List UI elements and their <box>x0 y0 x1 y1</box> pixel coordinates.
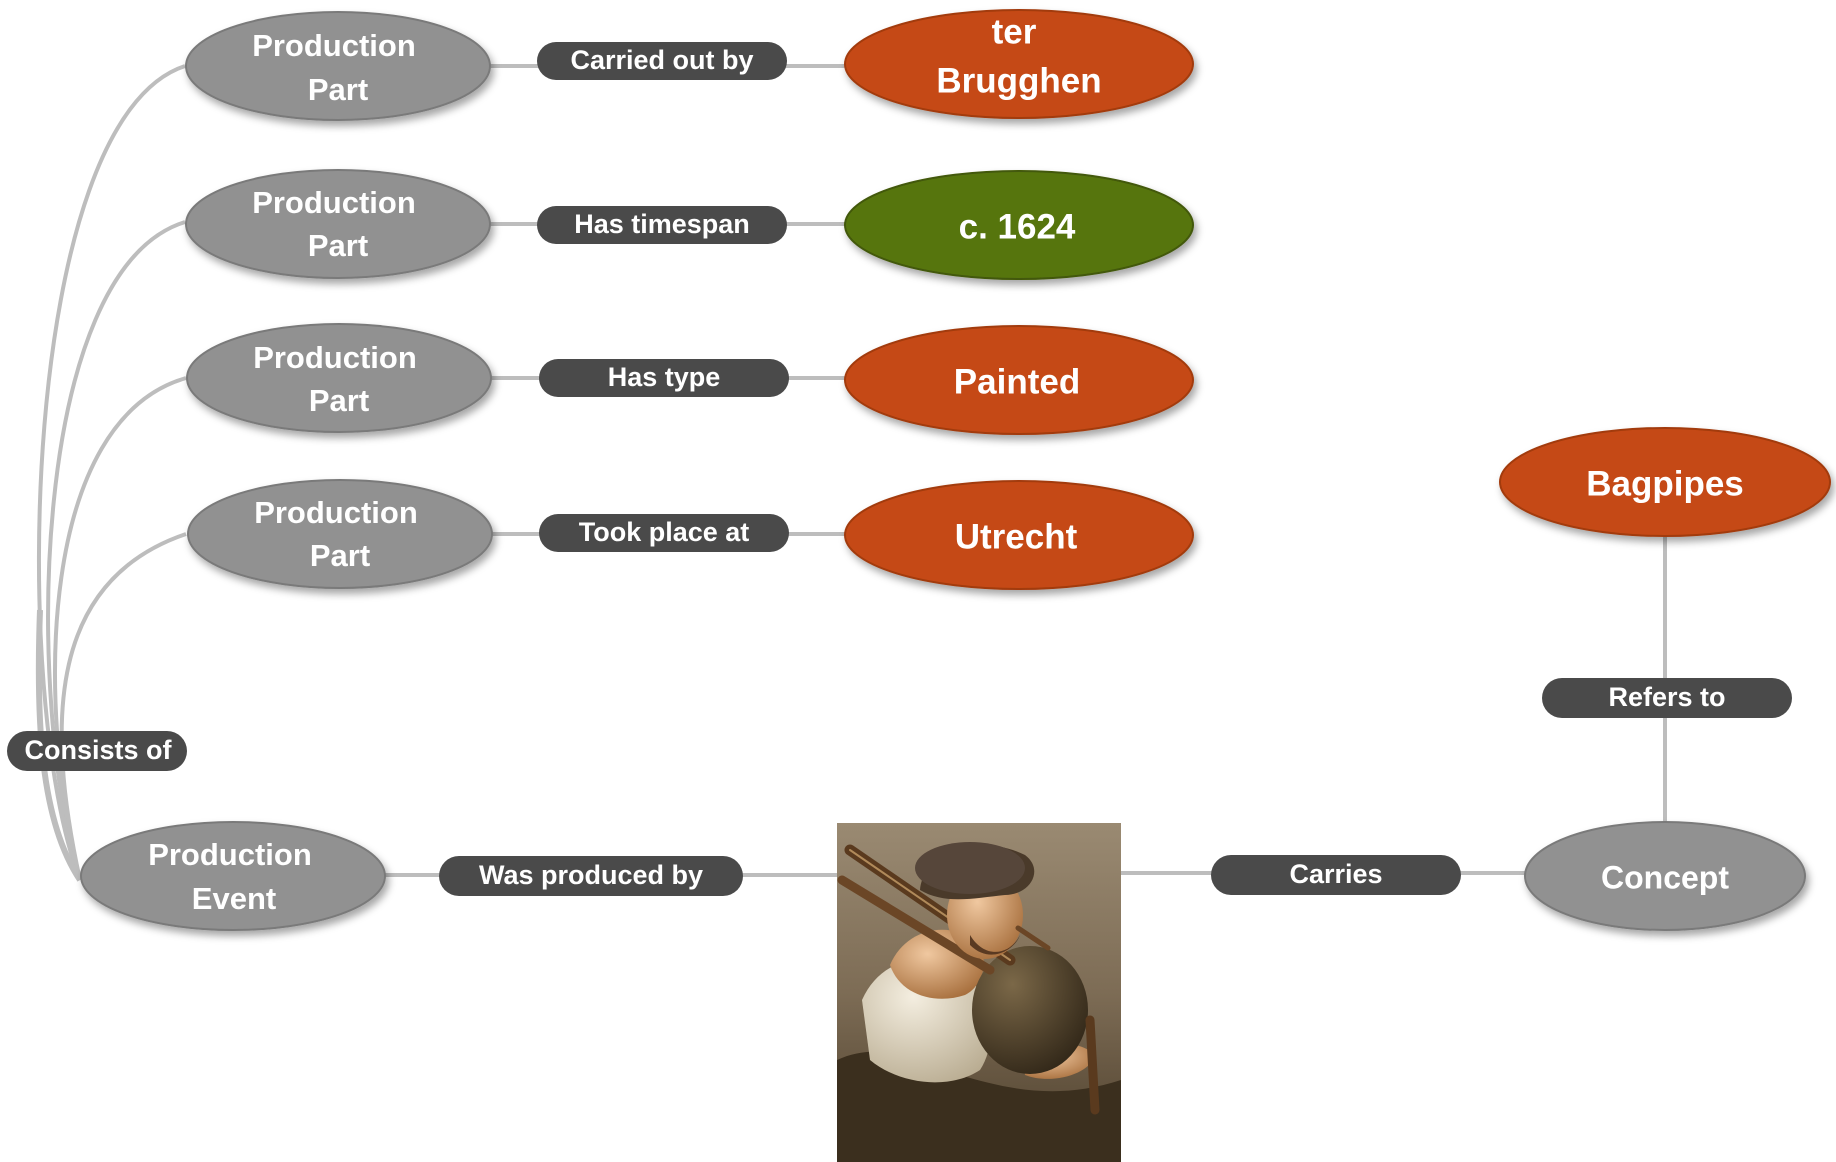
node-concept-label: Concept <box>1601 859 1729 895</box>
node-production-part-2[interactable]: Production Part <box>185 169 491 279</box>
node-c-1624[interactable]: c. 1624 <box>844 170 1194 280</box>
connector-consists-part-1 <box>37 64 186 881</box>
node-production-part-3-line-2: Part <box>309 383 369 418</box>
relation-was-produced-by-label: Was produced by <box>479 860 703 890</box>
relation-has-timespan-label: Has timespan <box>574 209 750 239</box>
painting-bagpipe-player-icon[interactable] <box>837 823 1121 1162</box>
node-utrecht[interactable]: Utrecht <box>844 480 1194 590</box>
relation-has-type[interactable]: Has type <box>539 359 789 397</box>
relation-refers-to-label: Refers to <box>1608 682 1725 712</box>
node-production-event[interactable]: Production Event <box>80 821 386 931</box>
node-production-part-4-line-1: Production <box>254 495 418 530</box>
connector-consists-part-4 <box>59 532 187 881</box>
node-bagpipes-label: Bagpipes <box>1586 464 1744 503</box>
node-concept[interactable]: Concept <box>1524 821 1806 931</box>
node-painted[interactable]: Painted <box>844 325 1194 435</box>
node-bagpipes[interactable]: Bagpipes <box>1499 427 1831 537</box>
connector-consists-part-3 <box>53 376 187 881</box>
relation-took-place-at[interactable]: Took place at <box>539 514 789 552</box>
relation-refers-to[interactable]: Refers to <box>1542 678 1792 718</box>
relation-carried-out-by-label: Carried out by <box>570 45 753 75</box>
node-production-part-1[interactable]: Production Part <box>185 11 491 121</box>
node-production-part-3[interactable]: Production Part <box>186 323 492 433</box>
node-ter-brugghen[interactable]: ter Brugghen <box>844 9 1194 119</box>
node-production-part-1-line-1: Production <box>252 28 416 63</box>
node-utrecht-label: Utrecht <box>955 517 1078 556</box>
relation-carried-out-by[interactable]: Carried out by <box>537 42 787 80</box>
node-production-part-2-line-1: Production <box>252 185 416 220</box>
node-production-part-1-line-2: Part <box>308 72 368 107</box>
relation-carries-label: Carries <box>1289 859 1382 889</box>
node-production-part-3-line-1: Production <box>253 340 417 375</box>
relation-has-timespan[interactable]: Has timespan <box>537 206 787 244</box>
node-ter-brugghen-line-1: ter <box>992 12 1037 51</box>
relation-consists-of[interactable]: Consists of <box>7 731 187 771</box>
node-production-event-line-1: Production <box>148 837 312 872</box>
node-production-part-2-line-2: Part <box>308 228 368 263</box>
node-production-part-4-line-2: Part <box>310 538 370 573</box>
node-painted-label: Painted <box>954 362 1080 401</box>
relation-carries[interactable]: Carries <box>1211 855 1461 895</box>
relation-consists-of-label: Consists of <box>24 735 172 765</box>
relation-has-type-label: Has type <box>608 362 721 392</box>
node-production-event-line-2: Event <box>192 881 276 916</box>
connector-consists-part-2 <box>46 220 186 881</box>
node-c-1624-label: c. 1624 <box>959 207 1076 246</box>
node-ter-brugghen-line-2: Brugghen <box>936 61 1101 100</box>
relation-took-place-at-label: Took place at <box>579 517 750 547</box>
node-production-part-4[interactable]: Production Part <box>187 479 493 589</box>
relation-was-produced-by[interactable]: Was produced by <box>439 856 743 896</box>
